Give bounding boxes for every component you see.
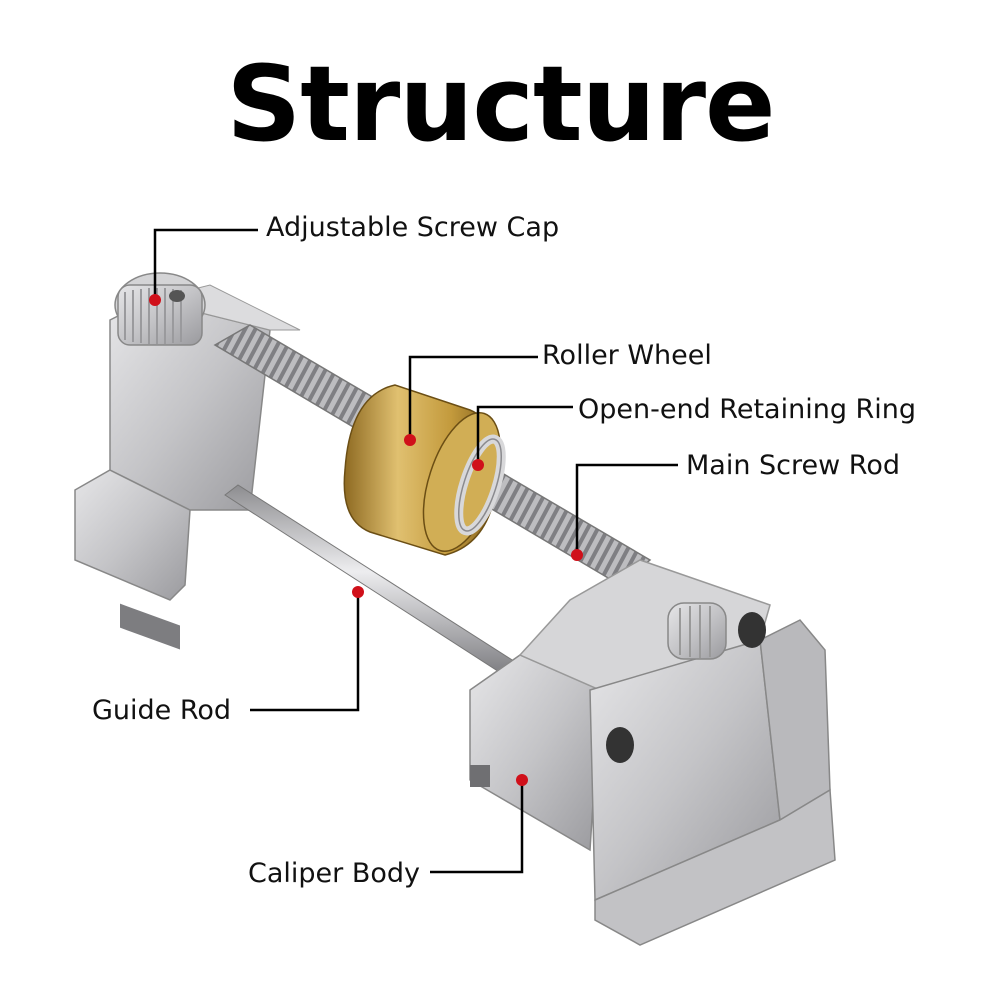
markers	[149, 294, 583, 786]
caliper-body	[469, 559, 836, 946]
label-main-screw-rod: Main Screw Rod	[686, 450, 901, 481]
page-title: Structure	[226, 43, 775, 165]
roller-wheel	[343, 384, 502, 556]
marker-retaining-ring	[472, 459, 484, 471]
retaining-ring	[454, 434, 506, 536]
leader-lines	[153, 228, 678, 874]
marker-caliper-body	[516, 774, 528, 786]
marker-screw-cap	[149, 294, 161, 306]
label-guide-rod: Guide Rod	[92, 695, 232, 726]
marker-guide-rod	[352, 586, 364, 598]
label-roller-wheel: Roller Wheel	[542, 340, 712, 371]
marker-main-screw-rod	[571, 549, 583, 561]
label-caliper-body: Caliper Body	[248, 858, 420, 889]
label-adjustable-screw-cap: Adjustable Screw Cap	[266, 212, 560, 243]
adjustable-screw-cap	[114, 272, 206, 346]
marker-roller-wheel	[404, 434, 416, 446]
label-open-end-retaining-ring: Open-end Retaining Ring	[578, 394, 917, 425]
